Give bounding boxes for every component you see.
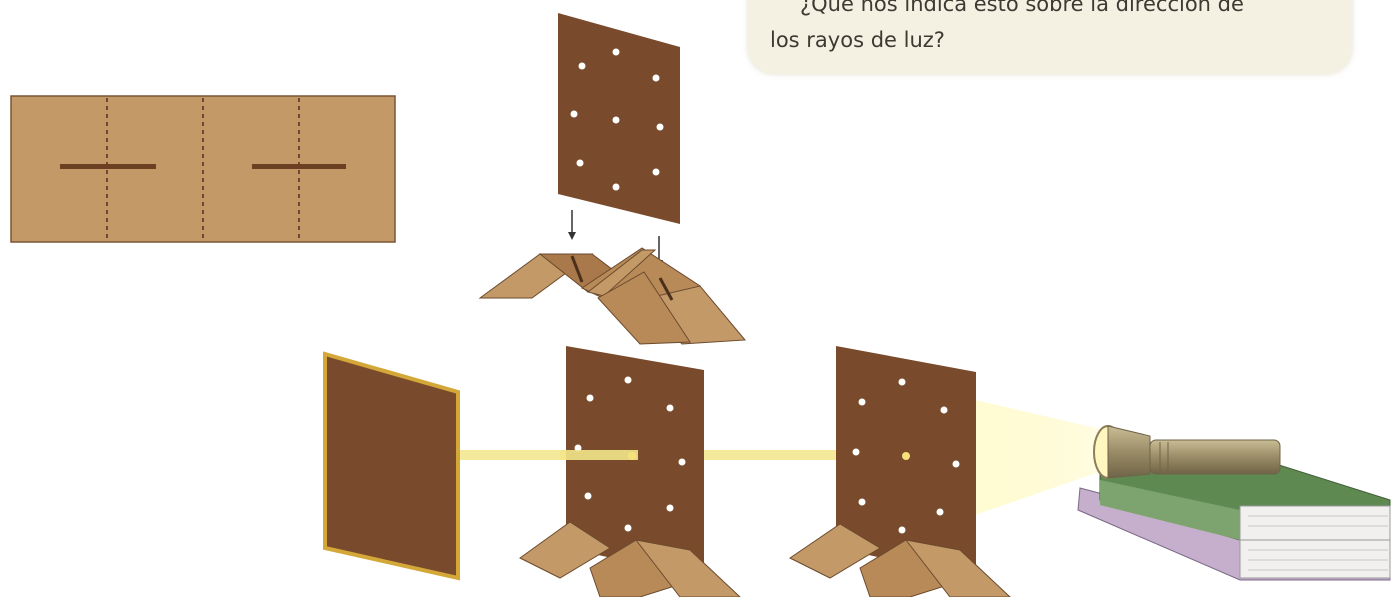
flashlight-body <box>1149 439 1281 475</box>
flat-cardboard-strip <box>10 95 396 243</box>
question-text: ¿Qué nos indica esto sobre la dirección … <box>770 0 1330 58</box>
perforated-card-middle <box>519 346 741 597</box>
holes <box>852 378 960 534</box>
books-stack <box>1077 439 1391 581</box>
question-bubble <box>748 0 1352 74</box>
screen-card <box>323 351 460 581</box>
holes <box>574 376 686 532</box>
slit <box>252 164 346 169</box>
holes <box>570 48 664 191</box>
beam-segment <box>560 450 638 460</box>
beam-segment <box>704 450 906 460</box>
screen-face <box>323 351 460 581</box>
question-line-2: los rayos de luz? <box>770 28 945 52</box>
card-face <box>566 346 704 578</box>
slit <box>60 164 156 169</box>
beam-segment <box>458 450 634 460</box>
perforated-card-right <box>789 346 1011 597</box>
card-face <box>836 346 976 578</box>
light-beams <box>458 400 1105 515</box>
question-line-1: ¿Qué nos indica esto sobre la dirección … <box>800 0 1244 16</box>
folded-stand-middle <box>478 247 747 345</box>
flashlight-glow <box>975 400 1105 515</box>
flashlight <box>1093 425 1281 479</box>
perforated-card-top <box>558 13 680 224</box>
